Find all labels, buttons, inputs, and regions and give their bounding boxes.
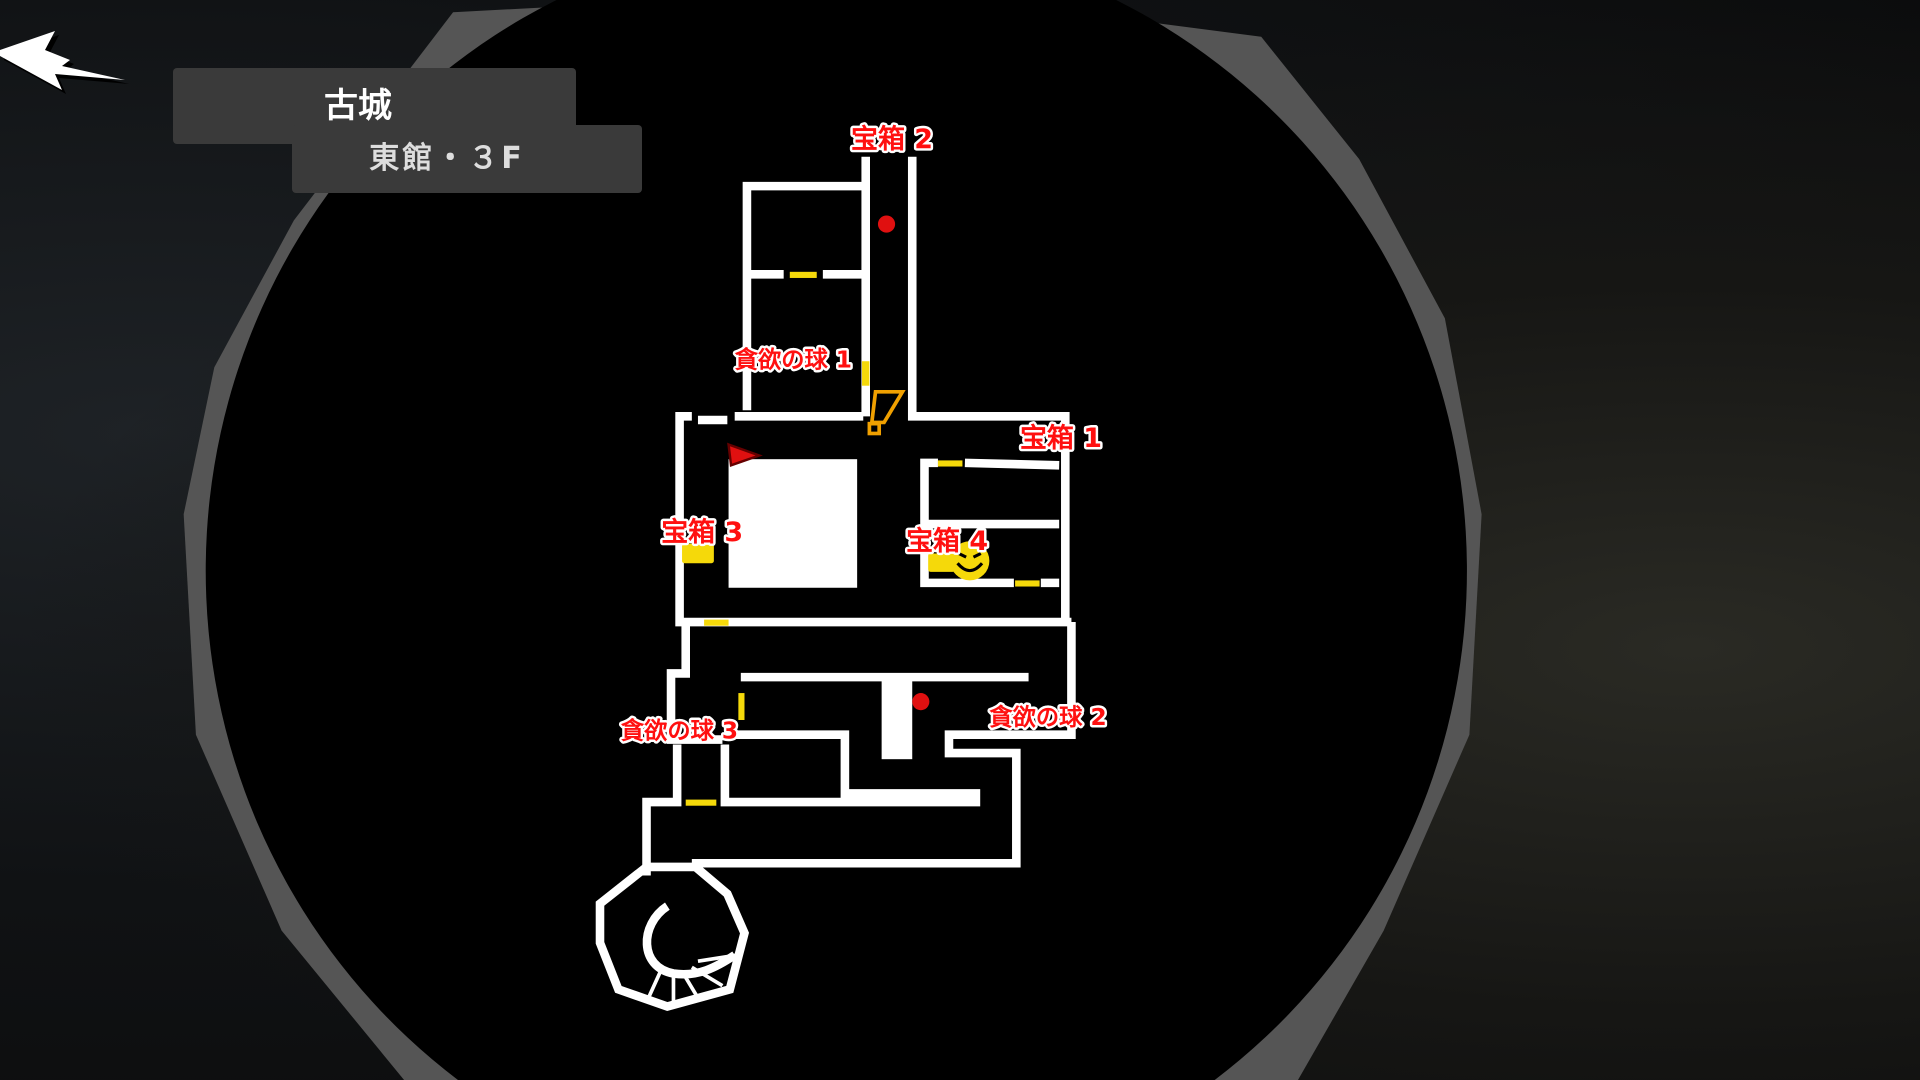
player-position-marker: [727, 442, 763, 467]
label-orb-1: 貪欲の球 1: [735, 346, 852, 373]
label-orb-2: 貪欲の球 2: [989, 704, 1106, 731]
back-arrow-icon: [0, 31, 129, 94]
map-walls: [595, 156, 1076, 1012]
floor-title-panel: [292, 125, 642, 193]
treasure-chest-icon-3[interactable]: [682, 543, 714, 564]
t-block: [881, 679, 913, 760]
orb-marker-2[interactable]: [912, 693, 930, 711]
label-chest-3: 宝箱 3: [661, 516, 743, 548]
exit-exclamation-icon[interactable]: [867, 390, 906, 436]
label-orb-3: 貪欲の球 3: [621, 717, 738, 744]
floor-name: 東館・３F: [369, 141, 525, 176]
pillar-block: [728, 459, 858, 588]
back-button[interactable]: [0, 28, 130, 98]
treasure-chest-icon-4[interactable]: [928, 553, 956, 572]
orb-marker-1[interactable]: [877, 215, 896, 233]
doors: [685, 271, 1040, 806]
label-chest-2: 宝箱 2: [851, 123, 933, 155]
label-chest-1: 宝箱 1: [1020, 422, 1102, 454]
area-name: 古城: [324, 86, 392, 126]
label-chest-4: 宝箱 4: [906, 525, 988, 557]
demon-face-icon[interactable]: [950, 541, 990, 581]
